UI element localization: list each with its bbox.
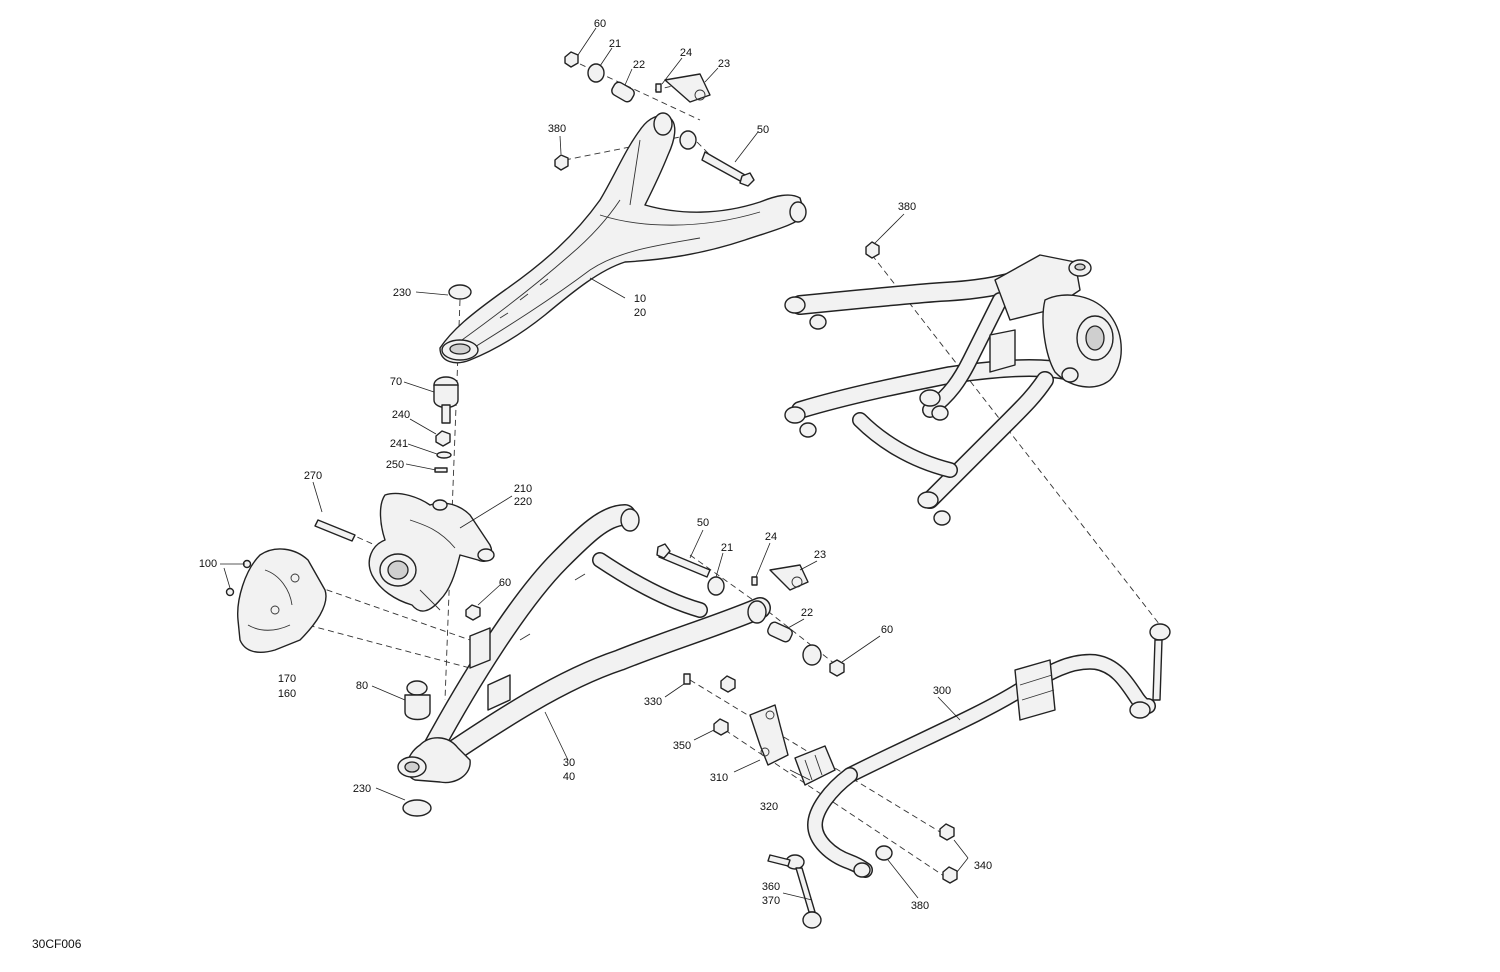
- callout-60-top: 60: [594, 18, 606, 30]
- bolt-50-top: [701, 151, 746, 183]
- callout-20: 20: [634, 307, 646, 319]
- callout-10: 10: [634, 293, 646, 305]
- callout-310: 310: [710, 772, 728, 784]
- callout-24-top: 24: [680, 47, 692, 59]
- callout-220: 220: [514, 496, 532, 508]
- sleeve-22-top: [611, 81, 635, 103]
- plate-23-lower: [769, 564, 809, 591]
- callout-380-top: 380: [548, 123, 566, 135]
- callout-210: 210: [514, 483, 532, 495]
- bolt-340-b: [942, 866, 958, 884]
- callout-21-top: 21: [609, 38, 621, 50]
- callout-330: 330: [644, 696, 662, 708]
- sway-bar-mounts: [683, 673, 958, 884]
- circlip-230-top: [448, 284, 472, 300]
- sleeve-22-lower: [767, 621, 793, 643]
- callout-50-lower: 50: [697, 517, 709, 529]
- upper-arm-hardware: [448, 51, 755, 300]
- ball-joint-stack: [433, 376, 459, 473]
- callout-170: 170: [278, 673, 296, 685]
- nut-380-frame: [865, 241, 880, 259]
- callout-270: 270: [304, 470, 322, 482]
- diagram-code: 30CF006: [32, 937, 82, 951]
- bolt-270: [314, 519, 356, 542]
- fitting-330: [683, 673, 691, 685]
- fitting-24-lower: [751, 576, 758, 586]
- fitting-24-top: [655, 83, 662, 93]
- callout-60-lower: 60: [881, 624, 893, 636]
- link-end-top-right: [1149, 623, 1171, 641]
- callout-24-lower: 24: [765, 531, 777, 543]
- callout-350: 350: [673, 740, 691, 752]
- callout-380-frame: 380: [898, 201, 916, 213]
- lower-a-arm: [397, 504, 771, 784]
- callout-240: 240: [392, 409, 410, 421]
- callout-300: 300: [933, 685, 951, 697]
- circlip-230-bottom: [402, 799, 432, 817]
- callout-21-lower: 21: [721, 542, 733, 554]
- callout-22-lower: 22: [801, 607, 813, 619]
- bushing-320: [794, 745, 836, 786]
- lower-arm-hardware: [656, 543, 845, 677]
- ball-joint-80: [406, 680, 428, 696]
- bushing-21-top: [587, 63, 605, 83]
- nut-60-knuckle: [465, 604, 481, 621]
- callout-70: 70: [390, 376, 402, 388]
- callout-360: 360: [762, 881, 780, 893]
- callout-160: 160: [278, 688, 296, 700]
- steering-knuckle: [314, 492, 495, 621]
- callout-241: 241: [390, 438, 408, 450]
- callout-50-top: 50: [757, 124, 769, 136]
- callout-23-lower: 23: [814, 549, 826, 561]
- nut-380-top: [554, 154, 569, 171]
- callout-340: 340: [974, 860, 992, 872]
- callout-370: 370: [762, 895, 780, 907]
- callout-320: 320: [760, 801, 778, 813]
- nut-60-top: [564, 51, 579, 68]
- callout-230-top: 230: [393, 287, 411, 299]
- stabilizer-link: [767, 854, 822, 929]
- assembly-guide-lines: [269, 63, 1161, 881]
- callout-100: 100: [199, 558, 217, 570]
- nut-350: [713, 718, 729, 736]
- callout-22-top: 22: [633, 59, 645, 71]
- callout-80: 80: [356, 680, 368, 692]
- bracket-310: [749, 704, 789, 766]
- bolt-340-a: [939, 823, 955, 841]
- screw-100-b: [225, 587, 235, 597]
- nut-upper-bracket: [720, 675, 736, 693]
- nut-240: [435, 430, 451, 447]
- callout-40: 40: [563, 771, 575, 783]
- callout-30: 30: [563, 757, 575, 769]
- plate-23-top: [664, 73, 711, 103]
- callout-250: 250: [386, 459, 404, 471]
- nut-60-lower: [829, 659, 845, 677]
- callout-60-knuckle: 60: [499, 577, 511, 589]
- frame-assembly: [784, 241, 1122, 526]
- bushing-lower-rear: [802, 644, 822, 666]
- callout-23-top: 23: [718, 58, 730, 70]
- bushing-21-lower: [707, 576, 725, 596]
- cotter-pin-250: [434, 467, 448, 473]
- callout-380-bottom: 380: [911, 900, 929, 912]
- nut-380-bottom: [875, 845, 893, 861]
- washer-241: [436, 451, 452, 459]
- upper-a-arm: [439, 112, 807, 364]
- callout-labels: 60 21 22 24 23 380 50 380 230 10 20 70 2…: [199, 18, 992, 912]
- sway-bar: [807, 623, 1171, 878]
- bushing-upper-rear: [679, 130, 697, 150]
- leader-lines: [220, 27, 969, 901]
- lower-ball-joint: [402, 680, 432, 817]
- brake-shield: [225, 548, 327, 653]
- callout-230-bottom: 230: [353, 783, 371, 795]
